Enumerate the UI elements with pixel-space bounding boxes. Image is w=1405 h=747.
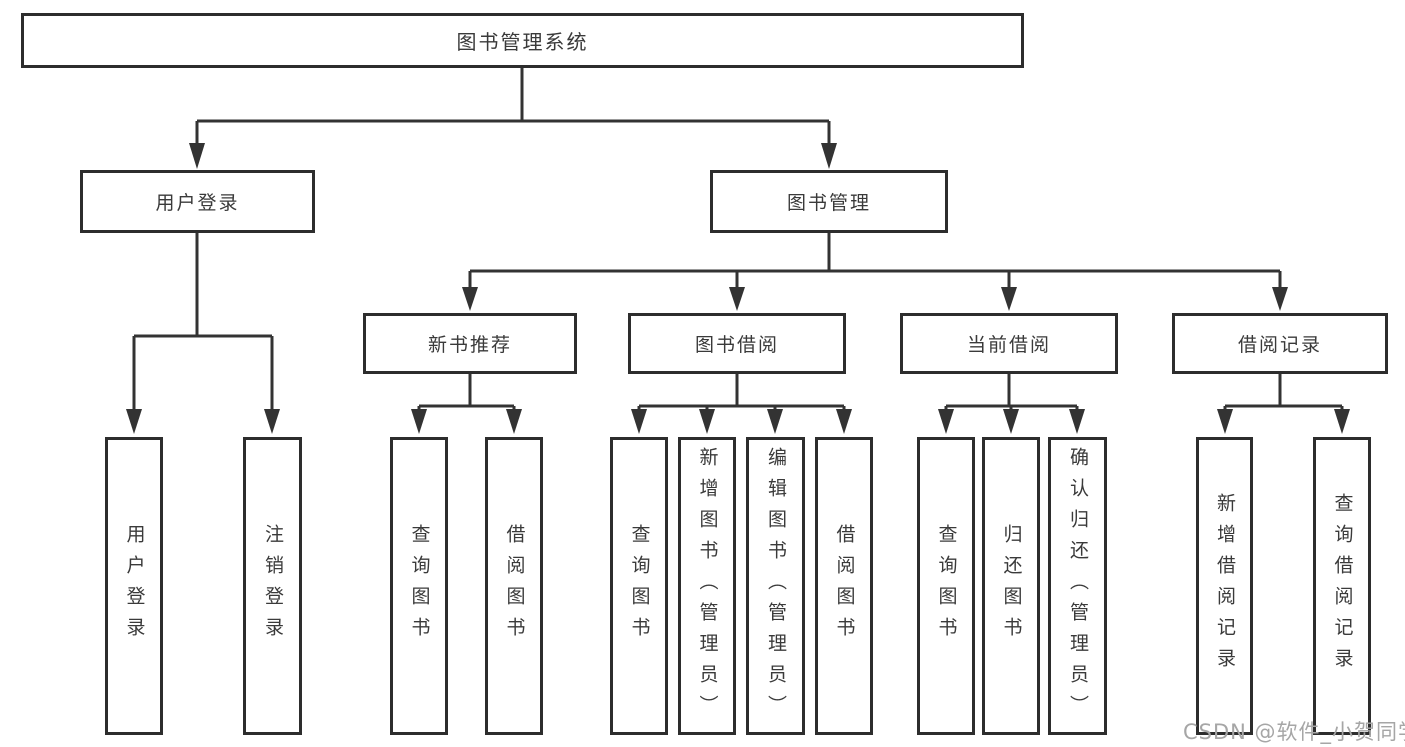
leaf-add-borrow-record: 新增借阅记录 [1196, 437, 1253, 735]
leaf-add-books-admin: 新增图书（管理员） [678, 437, 736, 735]
node-new-book-recommend: 新书推荐 [363, 313, 577, 374]
node-root-system: 图书管理系统 [21, 13, 1024, 68]
leaf-edit-books-admin: 编辑图书（管理员） [746, 437, 805, 735]
node-current-borrow: 当前借阅 [900, 313, 1118, 374]
leaf-query-borrow-record: 查询借阅记录 [1313, 437, 1371, 735]
node-borrow-records: 借阅记录 [1172, 313, 1388, 374]
leaf-query-books-current: 查询图书 [917, 437, 975, 735]
leaf-query-books-recommend: 查询图书 [390, 437, 448, 735]
leaf-borrow-books: 借阅图书 [815, 437, 873, 735]
leaf-confirm-return-admin: 确认归还（管理员） [1048, 437, 1107, 735]
leaf-logout: 注销登录 [243, 437, 302, 735]
leaf-borrow-books-recommend: 借阅图书 [485, 437, 543, 735]
csdn-watermark: CSDN @软件_小贺同学 [1183, 720, 1405, 744]
leaf-return-books: 归还图书 [982, 437, 1040, 735]
leaf-user-login: 用户登录 [105, 437, 163, 735]
node-book-management: 图书管理 [710, 170, 948, 233]
node-book-borrow: 图书借阅 [628, 313, 846, 374]
node-user-login: 用户登录 [80, 170, 315, 233]
leaf-query-books-borrow: 查询图书 [610, 437, 668, 735]
